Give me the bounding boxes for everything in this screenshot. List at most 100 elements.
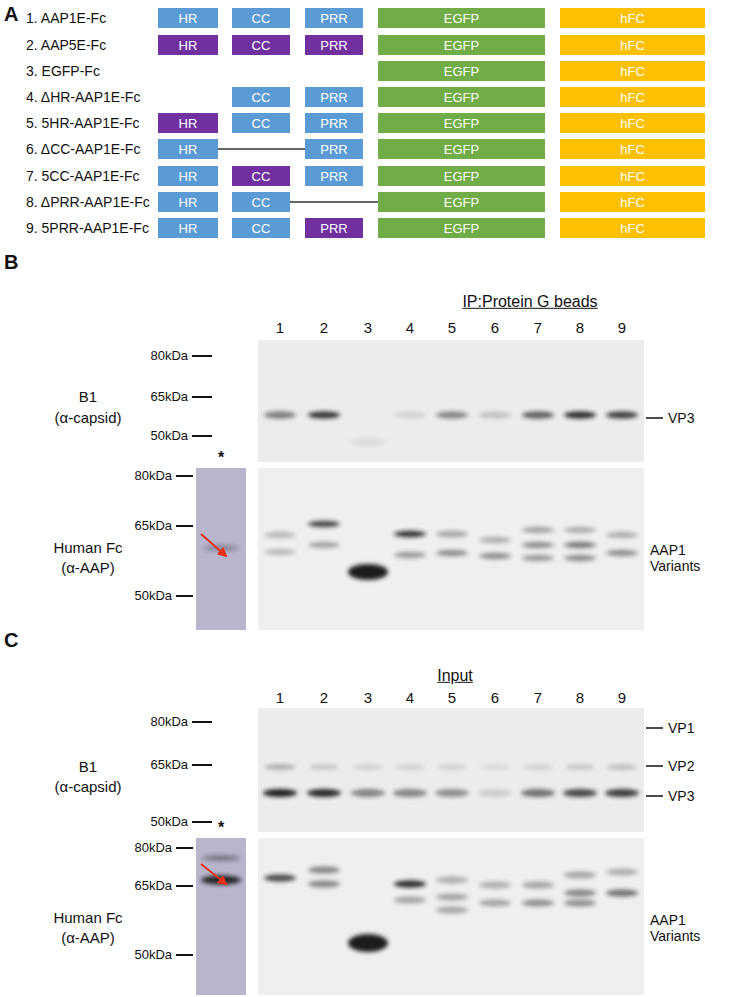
protein-band bbox=[437, 765, 467, 770]
domain-label: hFC bbox=[620, 195, 645, 210]
mw-marker: 80kDa bbox=[150, 715, 188, 730]
domain-box: PRR bbox=[305, 139, 363, 159]
domain-label: EGFP bbox=[444, 221, 479, 236]
domain-box: EGFP bbox=[378, 87, 545, 107]
protein-band bbox=[522, 900, 554, 907]
construct-name: 5. 5HR-AAP1E-Fc bbox=[26, 115, 140, 131]
asterisk: * bbox=[218, 449, 224, 467]
protein-band bbox=[565, 765, 595, 770]
domain-label: hFC bbox=[620, 11, 645, 26]
panel-letter: C bbox=[4, 629, 18, 652]
construct-name: 9. 5PRR-AAP1E-Fc bbox=[26, 220, 149, 236]
asterisk: * bbox=[218, 819, 224, 837]
antibody-label: (α-capsid) bbox=[54, 778, 121, 795]
antibody-label: (α-AAP) bbox=[61, 559, 115, 576]
protein-band bbox=[308, 412, 340, 419]
domain-box: hFC bbox=[560, 35, 705, 55]
protein-band bbox=[606, 869, 638, 876]
construct-name: 4. ΔHR-AAP1E-Fc bbox=[26, 89, 140, 105]
protein-band bbox=[564, 890, 596, 897]
domain-box: hFC bbox=[560, 139, 705, 159]
domain-label: HR bbox=[179, 142, 198, 157]
protein-band bbox=[436, 894, 468, 901]
domain-label: EGFP bbox=[444, 116, 479, 131]
domain-label: PRR bbox=[320, 221, 347, 236]
protein-band bbox=[263, 789, 297, 797]
domain-box: CC bbox=[232, 192, 290, 212]
domain-box: EGFP bbox=[378, 166, 545, 186]
domain-box: PRR bbox=[305, 35, 363, 55]
domain-box: PRR bbox=[305, 113, 363, 133]
protein-band bbox=[521, 789, 555, 797]
blot-bands bbox=[201, 412, 639, 953]
domain-box: hFC bbox=[560, 218, 705, 238]
protein-band bbox=[351, 789, 385, 797]
lane-number: 6 bbox=[491, 689, 499, 706]
protein-band bbox=[308, 521, 340, 527]
band-label: AAP1 Variants bbox=[650, 912, 726, 944]
domain-label: HR bbox=[179, 38, 198, 53]
protein-band bbox=[353, 765, 383, 770]
construct-name: 6. ΔCC-AAP1E-Fc bbox=[26, 141, 140, 157]
mw-marker: 65kDa bbox=[134, 519, 172, 534]
blot-strip bbox=[196, 468, 246, 630]
domain-label: PRR bbox=[320, 90, 347, 105]
domain-label: EGFP bbox=[444, 38, 479, 53]
band-label: VP1 bbox=[668, 720, 694, 736]
domain-box: EGFP bbox=[378, 35, 545, 55]
domain-box: PRR bbox=[305, 218, 363, 238]
blot-title: IP:Protein G beads bbox=[462, 293, 597, 311]
lane-number: 9 bbox=[618, 319, 626, 336]
domain-label: hFC bbox=[620, 116, 645, 131]
protein-band bbox=[264, 412, 296, 419]
protein-band bbox=[606, 550, 638, 556]
protein-band bbox=[523, 765, 553, 770]
domain-label: hFC bbox=[620, 38, 645, 53]
domain-box: hFC bbox=[560, 192, 705, 212]
lane-number: 6 bbox=[491, 319, 499, 336]
band-label: VP3 bbox=[668, 410, 694, 426]
blot-membrane bbox=[258, 340, 644, 462]
protein-band bbox=[202, 855, 240, 861]
protein-band bbox=[606, 890, 638, 897]
antibody-label: B1 bbox=[79, 758, 97, 775]
domain-label: PRR bbox=[320, 116, 347, 131]
domain-label: CC bbox=[252, 221, 271, 236]
domain-label: CC bbox=[252, 195, 271, 210]
domain-box: CC bbox=[232, 166, 290, 186]
domain-label: EGFP bbox=[444, 142, 479, 157]
protein-band bbox=[308, 542, 340, 548]
domain-box: CC bbox=[232, 113, 290, 133]
protein-band bbox=[606, 532, 638, 538]
blot-membrane bbox=[258, 468, 644, 630]
protein-band bbox=[309, 765, 339, 770]
protein-band bbox=[522, 542, 554, 548]
lane-number: 5 bbox=[448, 319, 456, 336]
protein-band bbox=[436, 531, 468, 537]
domain-label: hFC bbox=[620, 64, 645, 79]
mw-marker: 80kDa bbox=[150, 349, 188, 364]
protein-band bbox=[394, 412, 426, 419]
protein-band bbox=[393, 789, 427, 797]
domain-label: CC bbox=[252, 11, 271, 26]
panel-letter: A bbox=[4, 3, 18, 26]
protein-band bbox=[479, 553, 511, 559]
protein-band bbox=[564, 412, 596, 419]
protein-band bbox=[522, 555, 554, 561]
protein-band bbox=[307, 789, 341, 797]
domain-label: EGFP bbox=[444, 11, 479, 26]
lane-number: 2 bbox=[320, 689, 328, 706]
band-label: VP2 bbox=[668, 758, 694, 774]
protein-band bbox=[478, 789, 512, 797]
protein-band bbox=[564, 555, 596, 561]
domain-label: hFC bbox=[620, 169, 645, 184]
domain-box: HR bbox=[158, 8, 218, 28]
domain-label: CC bbox=[252, 90, 271, 105]
antibody-label: Human Fc bbox=[53, 539, 122, 556]
protein-band bbox=[394, 881, 426, 888]
protein-band bbox=[479, 537, 511, 543]
protein-band bbox=[436, 907, 468, 914]
domain-label: PRR bbox=[320, 169, 347, 184]
domain-box: EGFP bbox=[378, 218, 545, 238]
protein-band bbox=[607, 765, 637, 770]
